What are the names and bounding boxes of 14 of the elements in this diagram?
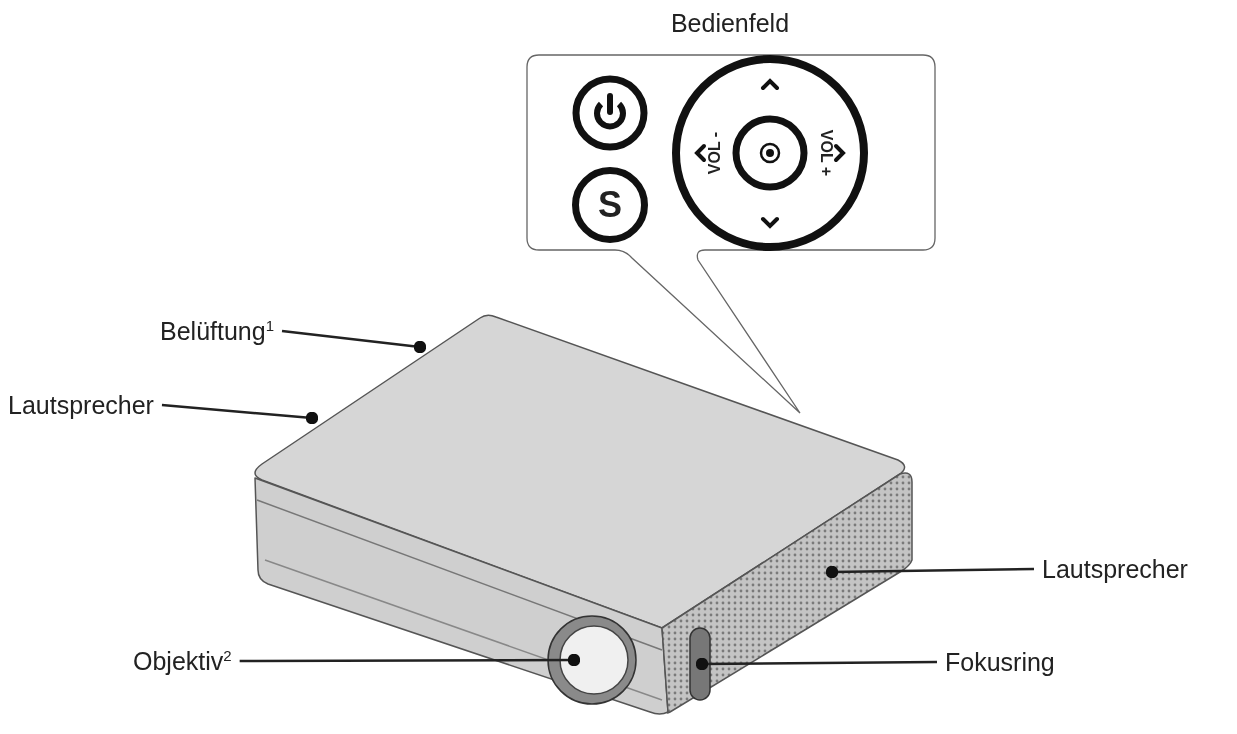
part-label: Objektiv$^{2}$ [133, 647, 232, 675]
part-label: Lautsprecher [1042, 555, 1188, 583]
volume-label: VOL - [707, 131, 723, 175]
part-label: Lautsprecher [8, 391, 154, 419]
leader-line [825, 565, 1034, 579]
leader-line [161, 403, 319, 425]
leader-line [281, 329, 427, 354]
panel-heading: Bedienfeld [670, 8, 790, 38]
leader-line [239, 653, 581, 667]
volume-label: VOL + [818, 129, 834, 177]
part-label: Fokusring [945, 648, 1055, 676]
s-button: S [572, 167, 648, 243]
leader-line [695, 657, 937, 671]
part-label: Belüftung$^{1}$ [160, 317, 274, 345]
